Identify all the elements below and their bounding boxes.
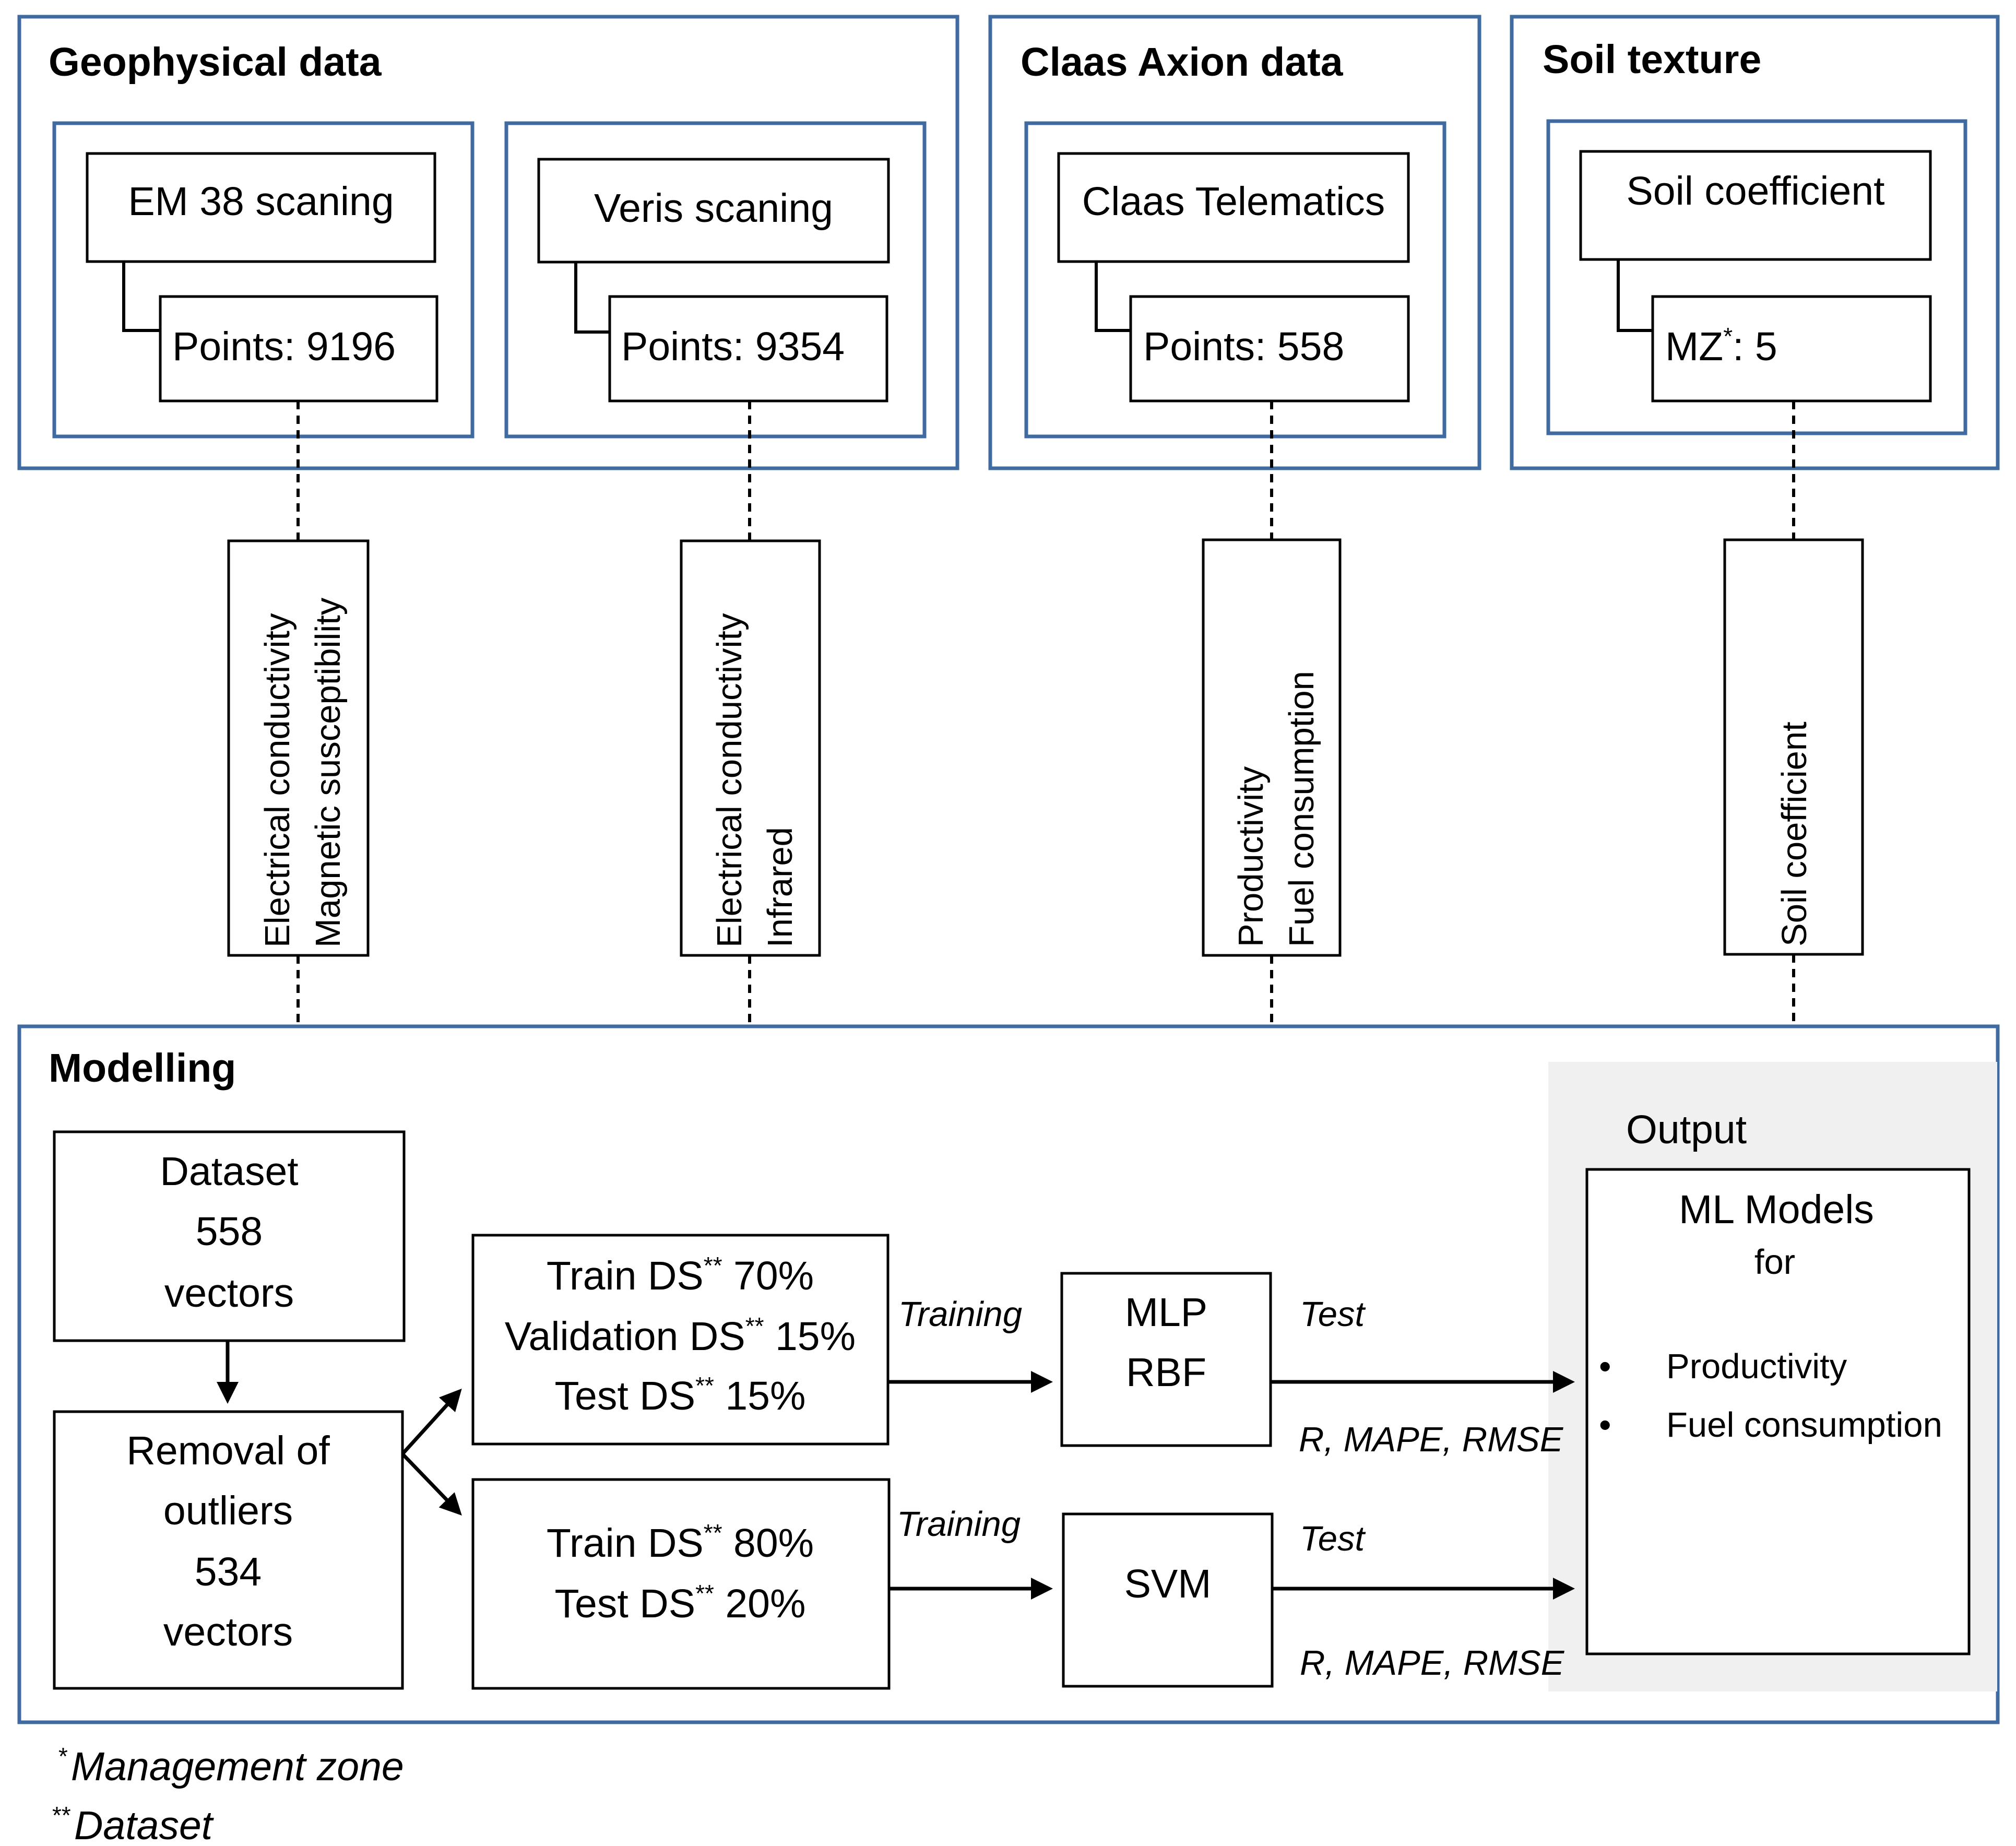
- ml-models-title: ML Models: [1679, 1187, 1874, 1232]
- output-item-1: Productivity: [1666, 1347, 1847, 1386]
- claas-telematics-label: Claas Telematics: [1082, 179, 1385, 224]
- veris-label: Veris scaning: [594, 186, 833, 231]
- feature-veris-1: Electrical conductivity: [710, 613, 749, 948]
- soil-section: Soil texture Soil coefficient MZ*: 5: [1510, 15, 2000, 470]
- metrics-label-b: R, MAPE, RMSE: [1300, 1643, 1565, 1683]
- claas-title: Claas Axion data: [1021, 40, 1344, 85]
- geophysical-section: Geophysical data EM 38 scaning Points: 9…: [17, 15, 959, 470]
- feature-claas-1: Productivity: [1231, 766, 1271, 947]
- outliers-to-split-b-arrow: [401, 1452, 462, 1516]
- split-a-line-1: Train DS** 70%: [547, 1252, 814, 1298]
- dataset-box: [53, 1130, 406, 1342]
- test-label-a: Test: [1300, 1295, 1366, 1334]
- feature-veris-2: Infrared: [761, 827, 800, 948]
- feature-box-soil: Soil coefficient: [1723, 538, 1864, 956]
- metrics-label-a: R, MAPE, RMSE: [1299, 1420, 1564, 1459]
- split-a-box: [471, 1234, 890, 1446]
- outliers-box: [53, 1410, 404, 1690]
- modelling-title: Modelling: [49, 1046, 236, 1091]
- outliers-line-2: outliers: [163, 1488, 293, 1533]
- footnotes: *Management zone **Dataset: [51, 1743, 404, 1846]
- outliers-line-3: 534: [195, 1549, 262, 1594]
- model-b-line-1: SVM: [1124, 1561, 1212, 1606]
- model-a-line-1: MLP: [1125, 1290, 1207, 1335]
- split-b-line-1: Train DS** 80%: [547, 1519, 814, 1566]
- dataset-line-3: vectors: [164, 1271, 294, 1316]
- dashed-connectors: [297, 401, 1795, 1026]
- split-a-line-3: Test DS** 15%: [555, 1372, 806, 1418]
- feature-box-claas: Productivity Fuel consumption: [1202, 538, 1342, 957]
- model-b-box: [1062, 1512, 1274, 1688]
- test-label-b: Test: [1300, 1519, 1366, 1558]
- feature-claas-2: Fuel consumption: [1282, 671, 1321, 947]
- geophysical-title: Geophysical data: [49, 40, 382, 85]
- model-a-box: [1060, 1272, 1272, 1447]
- em38-label: EM 38 scaning: [128, 179, 394, 224]
- feature-em38-1: Electrical conductivity: [258, 613, 297, 948]
- output-title: Output: [1626, 1107, 1747, 1152]
- split-b-box: [471, 1478, 891, 1690]
- split-b-line-2: Test DS** 20%: [555, 1580, 806, 1626]
- output-bullet-1: •: [1599, 1347, 1611, 1386]
- feature-em38-2: Magnetic susceptibility: [309, 597, 348, 948]
- output-bullet-2: •: [1599, 1405, 1611, 1445]
- feature-soil-1: Soil coefficient: [1775, 721, 1814, 946]
- footnote-dataset: **Dataset: [51, 1802, 215, 1846]
- claas-section: Claas Axion data Claas Telematics Points…: [988, 15, 1481, 470]
- veris-points: Points: 9354: [621, 324, 845, 369]
- training-label-b: Training: [897, 1505, 1021, 1544]
- output-item-2: Fuel consumption: [1666, 1405, 1942, 1445]
- feature-box-em38: Electrical conductivity Magnetic suscept…: [227, 539, 370, 957]
- outliers-to-split-a-arrow: [401, 1388, 462, 1456]
- training-label-a: Training: [898, 1295, 1022, 1334]
- dataset-line-1: Dataset: [160, 1149, 298, 1194]
- outliers-line-1: Removal of: [126, 1428, 330, 1473]
- dataset-line-2: 558: [196, 1209, 263, 1254]
- em38-points: Points: 9196: [172, 324, 396, 369]
- modelling-section: Modelling Output Dataset 558 vectors Rem…: [17, 1024, 2000, 1724]
- soil-title: Soil texture: [1543, 37, 1761, 82]
- mz-points: MZ*: 5: [1665, 323, 1777, 369]
- ml-models-subtitle: for: [1754, 1242, 1795, 1282]
- ml-models-box: [1585, 1168, 1971, 1655]
- feature-box-veris: Electrical conductivity Infrared: [680, 539, 821, 957]
- footnote-management-zone: *Management zone: [57, 1743, 404, 1789]
- soil-coefficient-label: Soil coefficient: [1626, 169, 1884, 214]
- claas-points: Points: 558: [1143, 324, 1344, 369]
- split-a-line-2: Validation DS** 15%: [505, 1312, 856, 1359]
- model-a-line-2: RBF: [1126, 1350, 1206, 1395]
- outliers-line-4: vectors: [163, 1610, 293, 1654]
